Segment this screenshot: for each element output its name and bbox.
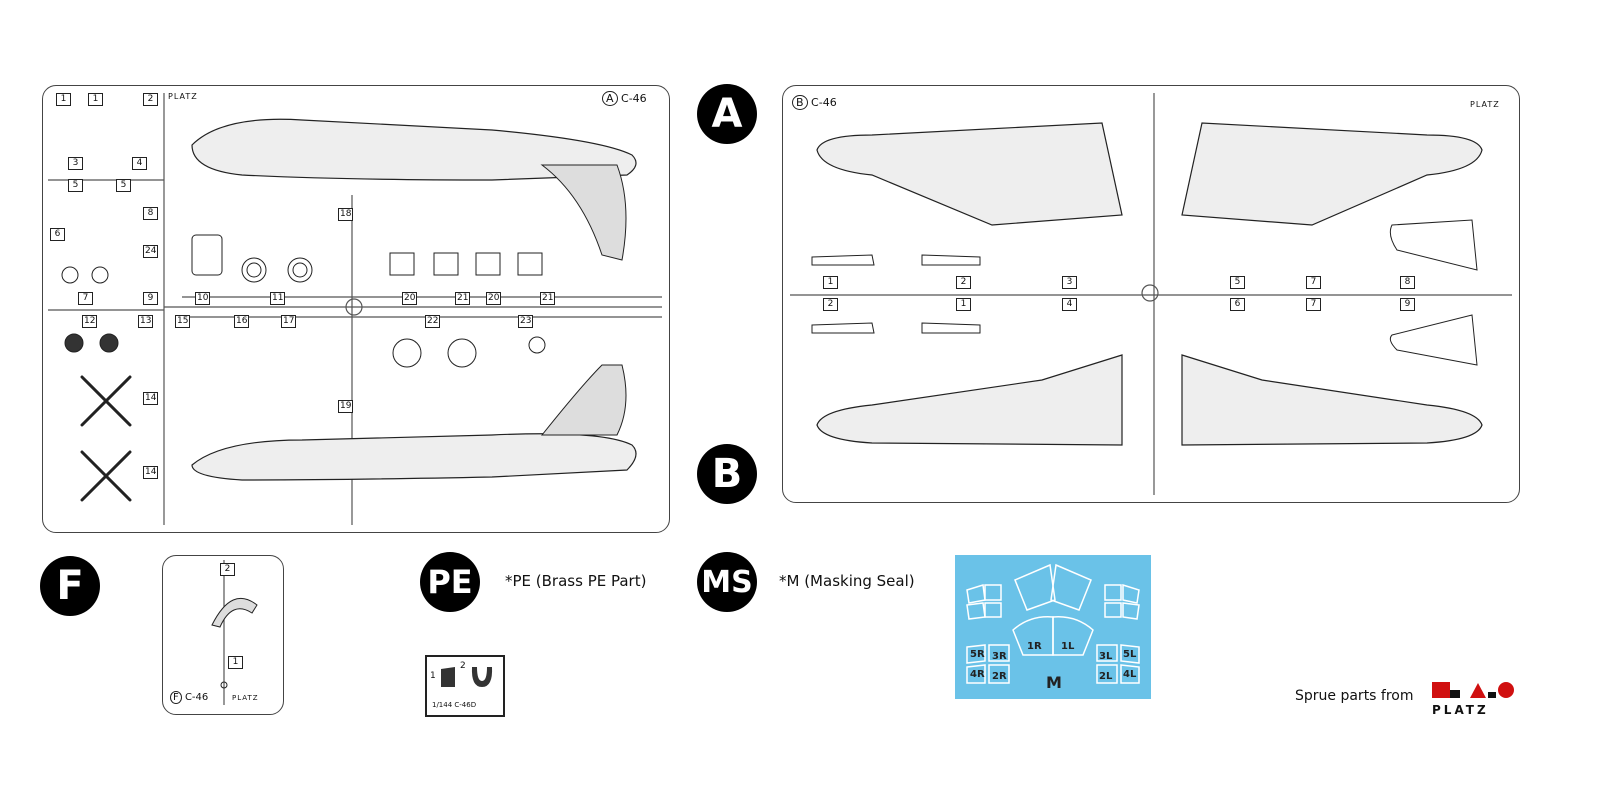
badge-b: B bbox=[697, 444, 757, 504]
part-number: 13 bbox=[138, 315, 154, 328]
mask-part-label: 5R bbox=[970, 649, 985, 660]
part-number: 23 bbox=[518, 315, 534, 328]
sprue-a-brand: PLATZ bbox=[168, 92, 198, 101]
sprue-b-runners bbox=[790, 93, 1512, 495]
part-number: 2 bbox=[143, 93, 158, 106]
part-number: 1 bbox=[228, 656, 243, 669]
fuselage-upper-part bbox=[191, 118, 637, 181]
part-number: 6 bbox=[50, 228, 65, 241]
part-number: 11 bbox=[270, 292, 286, 305]
part-number: 21 bbox=[540, 292, 556, 305]
sprue-b-code: B C-46 bbox=[792, 95, 837, 110]
part-number: 10 bbox=[195, 292, 211, 305]
sprue-f-brand: PLATZ bbox=[232, 694, 259, 702]
part-number: 9 bbox=[143, 292, 158, 305]
part-number: 17 bbox=[281, 315, 297, 328]
part-number: 2 bbox=[220, 563, 235, 576]
footer-text: Sprue parts from bbox=[1295, 688, 1414, 704]
part-number: 22 bbox=[425, 315, 441, 328]
wing-lower-left-part bbox=[816, 354, 1123, 446]
part-number: 18 bbox=[338, 208, 354, 221]
wing-lower-right-part bbox=[1181, 354, 1483, 446]
sprue-f-code: F C-46 bbox=[170, 691, 209, 704]
pe-caption: *PE (Brass PE Part) bbox=[505, 572, 647, 590]
badge-f: F bbox=[40, 556, 100, 616]
part-number: 3 bbox=[68, 157, 83, 170]
pe-parts-shape bbox=[441, 667, 493, 687]
sprue-f-letter: F bbox=[170, 691, 182, 704]
mask-part-label: 2R bbox=[992, 671, 1007, 682]
part-number: 7 bbox=[78, 292, 93, 305]
ms-caption: *M (Masking Seal) bbox=[779, 572, 915, 590]
part-number: 15 bbox=[175, 315, 191, 328]
wing-upper-right-part bbox=[1181, 122, 1483, 226]
part-number: 14 bbox=[143, 392, 159, 405]
pe-part-2: 2 bbox=[460, 661, 466, 671]
part-number: 6 bbox=[1230, 298, 1245, 311]
part-number: 4 bbox=[132, 157, 147, 170]
platz-logo-shapes bbox=[1432, 682, 1514, 698]
mask-part-label: 3R bbox=[992, 651, 1007, 662]
mask-sheet-mark: M bbox=[1046, 673, 1062, 692]
masking-shapes bbox=[966, 563, 1140, 684]
part-number: 14 bbox=[143, 466, 159, 479]
part-number: 1 bbox=[56, 93, 71, 106]
sprue-b-letter: B bbox=[792, 95, 808, 110]
sprue-f-parts bbox=[211, 560, 258, 705]
pe-sheet-label: 1/144 C-46D bbox=[432, 701, 477, 709]
fuselage-lower-part bbox=[191, 433, 637, 481]
part-number: 1 bbox=[956, 298, 971, 311]
badge-a: A bbox=[697, 84, 757, 144]
sprue-a-code: A C-46 bbox=[602, 91, 647, 106]
part-number: 5 bbox=[116, 179, 131, 192]
sprue-b-code-text: C-46 bbox=[811, 96, 837, 109]
part-number: 5 bbox=[1230, 276, 1245, 289]
mask-part-label: 5L bbox=[1123, 649, 1137, 660]
mask-part-label: 1L bbox=[1061, 641, 1075, 652]
part-number: 3 bbox=[1062, 276, 1077, 289]
mask-part-label: 4R bbox=[970, 669, 985, 680]
part-number: 19 bbox=[338, 400, 354, 413]
sprue-f-code-text: C-46 bbox=[184, 692, 209, 703]
part-number: 21 bbox=[455, 292, 471, 305]
platz-logo-text: PLATZ bbox=[1432, 703, 1489, 717]
part-number: 4 bbox=[1062, 298, 1077, 311]
sprue-a-runners bbox=[48, 93, 662, 525]
masking-sheet: 1R 1L 5R 3R 4R 2R 3L 5L 2L 4L M bbox=[955, 555, 1151, 699]
part-number: 2 bbox=[823, 298, 838, 311]
part-number: 2 bbox=[956, 276, 971, 289]
part-number: 12 bbox=[82, 315, 98, 328]
part-number: 9 bbox=[1400, 298, 1415, 311]
sprue-a-code-text: C-46 bbox=[621, 92, 647, 105]
mask-part-label: 1R bbox=[1027, 641, 1042, 652]
sprue-a-letter: A bbox=[602, 91, 618, 106]
part-number: 7 bbox=[1306, 298, 1321, 311]
sprue-b-brand: PLATZ bbox=[1470, 100, 1500, 109]
mask-part-label: 4L bbox=[1123, 669, 1137, 680]
part-number: 20 bbox=[486, 292, 502, 305]
badge-pe: PE bbox=[420, 552, 480, 612]
part-number: 8 bbox=[143, 207, 158, 220]
part-number: 16 bbox=[234, 315, 250, 328]
part-number: 24 bbox=[143, 245, 159, 258]
mask-part-label: 3L bbox=[1099, 651, 1113, 662]
mask-part-label: 2L bbox=[1099, 671, 1113, 682]
part-number: 20 bbox=[402, 292, 418, 305]
pe-sheet: 1 2 1/144 C-46D bbox=[425, 655, 505, 717]
wing-upper-left-part bbox=[816, 122, 1123, 226]
part-number: 1 bbox=[823, 276, 838, 289]
part-number: 7 bbox=[1306, 276, 1321, 289]
platz-logo: PLATZ bbox=[1430, 680, 1520, 720]
part-number: 5 bbox=[68, 179, 83, 192]
part-number: 8 bbox=[1400, 276, 1415, 289]
part-number: 1 bbox=[88, 93, 103, 106]
pe-part-1: 1 bbox=[430, 671, 436, 681]
badge-ms: MS bbox=[697, 552, 757, 612]
